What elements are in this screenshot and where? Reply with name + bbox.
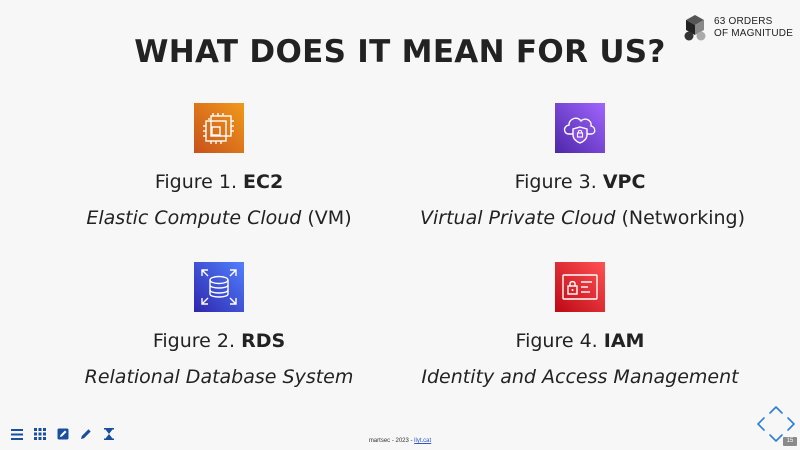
- footer-text: martsec - 2023 -: [368, 438, 415, 444]
- iam-figure-label: Figure 4.: [515, 330, 604, 352]
- pencil-icon: [81, 429, 91, 439]
- ec2-service-name: EC2: [243, 171, 284, 193]
- navigation-controls[interactable]: [756, 404, 796, 444]
- vpc-description: Virtual Private Cloud (Networking): [420, 207, 745, 229]
- vpc-desc-italic: Virtual Private Cloud: [420, 207, 616, 229]
- card-iam: Figure 4. IAM Identity and Access Manage…: [420, 262, 740, 388]
- card-rds: Figure 2. RDS Relational Database System: [59, 262, 379, 388]
- card-ec2: Figure 1. EC2 Elastic Compute Cloud (VM): [59, 103, 379, 229]
- rds-database-icon: [194, 262, 244, 312]
- footer-link[interactable]: llyt.cat: [414, 438, 432, 444]
- nav-right-icon[interactable]: [787, 417, 795, 431]
- footer: martsec - 2023 - llyt.cat: [0, 438, 800, 444]
- vpc-cloud-shield-icon: [555, 103, 605, 153]
- rds-figure-label: Figure 2.: [152, 330, 242, 352]
- nav-left-icon[interactable]: [757, 417, 765, 431]
- rds-desc-italic: Relational Database System: [84, 366, 354, 388]
- edit-box-icon: [57, 428, 69, 440]
- rds-description: Relational Database System: [59, 366, 379, 388]
- iam-desc-italic: Identity and Access Management: [421, 366, 739, 388]
- ec2-icon-box: [194, 103, 244, 153]
- ec2-desc-plain: (VM): [301, 207, 352, 229]
- ec2-caption: Figure 1. EC2: [59, 171, 379, 193]
- card-vpc: Figure 3. VPC Virtual Private Cloud (Net…: [420, 103, 745, 229]
- hourglass-icon: [104, 428, 114, 440]
- iam-id-card-icon: [555, 262, 605, 312]
- logo-text: 63 ORDERS OF MAGNITUDE: [714, 16, 793, 40]
- ec2-chip-icon: [194, 103, 244, 153]
- iam-description: Identity and Access Management: [420, 366, 740, 388]
- slide-toolbar: [10, 427, 116, 441]
- menu-icon: [11, 428, 23, 440]
- slide-title: WHAT DOES IT MEAN FOR US?: [134, 34, 666, 70]
- vpc-figure-label: Figure 3.: [514, 171, 603, 193]
- iam-icon-box: [555, 262, 605, 312]
- notes-button[interactable]: [56, 427, 70, 441]
- timer-button[interactable]: [102, 427, 116, 441]
- nav-down-icon[interactable]: [769, 434, 783, 442]
- logo-line-1: 63 ORDERS: [714, 16, 773, 27]
- vpc-service-name: VPC: [602, 171, 646, 193]
- logo-cubes-icon: [684, 15, 706, 41]
- ec2-figure-label: Figure 1.: [154, 171, 244, 193]
- logo-line-2: OF MAGNITUDE: [714, 28, 794, 39]
- ec2-description: Elastic Compute Cloud (VM): [59, 207, 379, 229]
- vpc-icon-box: [555, 103, 605, 153]
- nav-up-icon[interactable]: [769, 406, 783, 414]
- menu-button[interactable]: [10, 427, 24, 441]
- slide-number: 15: [783, 437, 797, 446]
- draw-button[interactable]: [79, 427, 93, 441]
- logo: 63 ORDERS OF MAGNITUDE: [682, 14, 793, 44]
- vpc-caption: Figure 3. VPC: [420, 171, 740, 193]
- iam-caption: Figure 4. IAM: [420, 330, 740, 352]
- iam-service-name: IAM: [603, 330, 645, 352]
- vpc-desc-plain: (Networking): [615, 207, 746, 229]
- rds-service-name: RDS: [241, 330, 286, 352]
- rds-icon-box: [194, 262, 244, 312]
- grid-icon: [34, 428, 46, 440]
- ec2-desc-italic: Elastic Compute Cloud: [86, 207, 302, 229]
- overview-button[interactable]: [33, 427, 47, 441]
- rds-caption: Figure 2. RDS: [59, 330, 379, 352]
